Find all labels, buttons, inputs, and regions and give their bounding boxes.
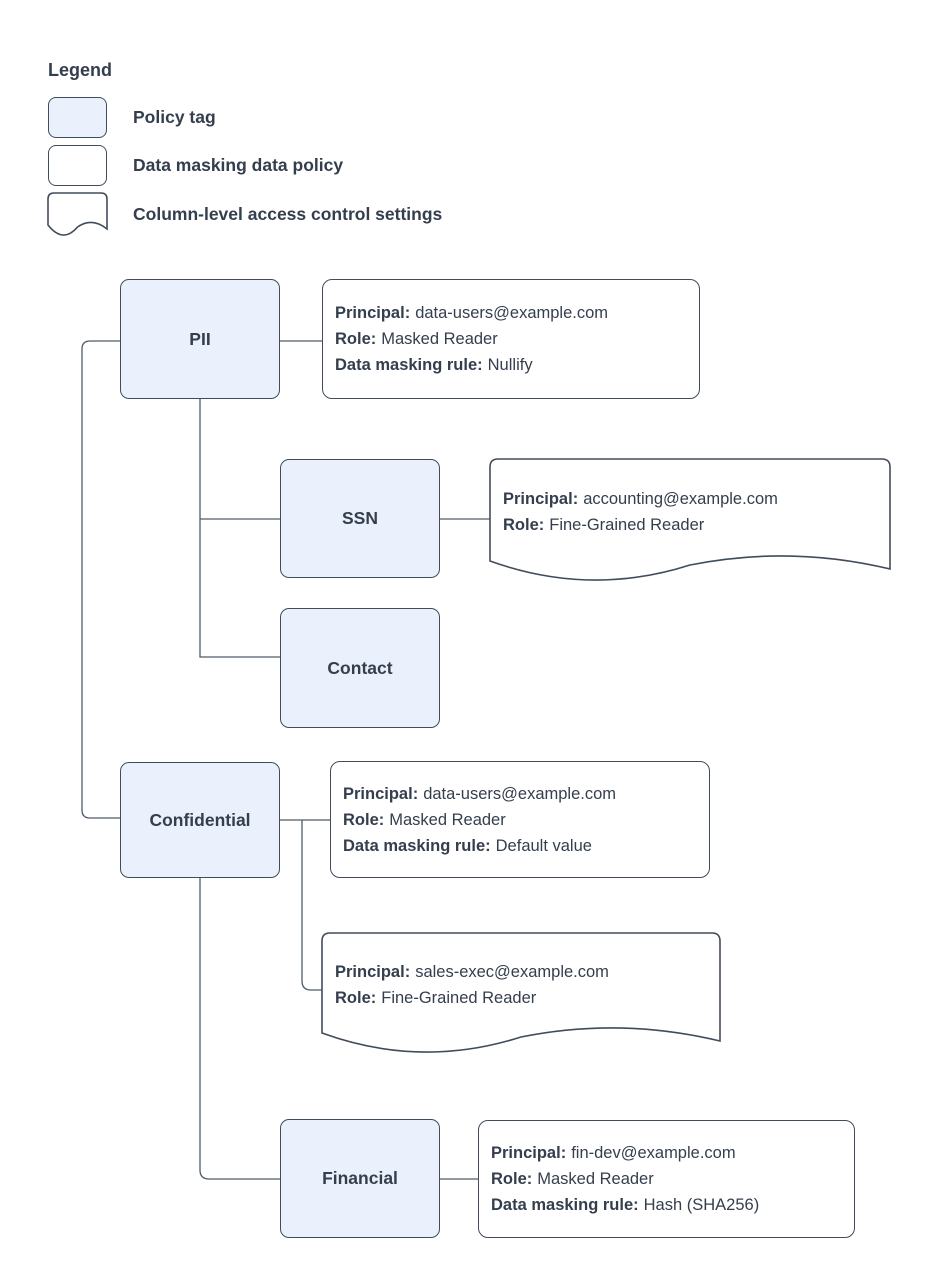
policy-tag-label: Confidential xyxy=(149,809,251,830)
policy-line: Role:Masked Reader xyxy=(343,810,506,829)
legend-title: Legend xyxy=(48,60,113,80)
policy-tag-contact: Contact xyxy=(280,608,440,728)
policy-tag-swatch-icon xyxy=(48,97,107,138)
legend: Legend Policy tag Data masking data poli… xyxy=(47,60,442,236)
policy-line: Role:Masked Reader xyxy=(335,330,498,348)
document-swatch-icon xyxy=(47,192,108,243)
legend-item-policy-tag: Policy tag xyxy=(48,97,216,138)
policy-tag-label: SSN xyxy=(342,508,378,528)
data-policy-pii-masking: Principal:data-users@example.com Role:Ma… xyxy=(322,279,700,399)
policy-line: Principal:sales-exec@example.com xyxy=(335,963,609,981)
policy-tag-financial: Financial xyxy=(280,1119,440,1238)
policy-line: Role:Masked Reader xyxy=(491,1170,654,1188)
policy-tag-pii: PII xyxy=(120,279,280,399)
document-shape xyxy=(321,932,721,1053)
policy-line: Principal:fin-dev@example.com xyxy=(491,1144,736,1162)
policy-line: Role:Fine-Grained Reader xyxy=(503,516,705,534)
policy-line: Role:Fine-Grained Reader xyxy=(335,989,537,1007)
policy-tag-ssn: SSN xyxy=(280,459,440,578)
policy-line: Data masking rule:Nullify xyxy=(335,356,533,374)
legend-label: Data masking data policy xyxy=(133,155,344,175)
access-settings-confidential: Principal:sales-exec@example.com Role:Fi… xyxy=(321,932,721,1055)
policy-tag-label: Financial xyxy=(322,1168,398,1188)
policy-tag-label: Contact xyxy=(327,657,393,678)
legend-item-column-access: Column-level access control settings xyxy=(47,192,443,243)
policy-line: Principal:data-users@example.com xyxy=(343,784,617,803)
policy-line: Principal:accounting@example.com xyxy=(503,490,778,508)
data-policy-confidential-masking: Principal:data-users@example.com Role:Ma… xyxy=(330,761,710,878)
legend-label: Policy tag xyxy=(133,107,216,127)
legend-item-data-masking-policy: Data masking data policy xyxy=(48,145,343,186)
policy-line: Principal:data-users@example.com xyxy=(335,304,609,322)
legend-label: Column-level access control settings xyxy=(133,203,443,224)
policy-line: Data masking rule:Default value xyxy=(343,836,592,855)
data-policy-swatch-icon xyxy=(48,145,107,186)
policy-tag-label: PII xyxy=(189,328,211,349)
policy-line: Data masking rule:Hash (SHA256) xyxy=(491,1196,760,1214)
access-settings-ssn: Principal:accounting@example.com Role:Fi… xyxy=(489,458,891,583)
data-policy-financial-masking: Principal:fin-dev@example.com Role:Maske… xyxy=(478,1120,855,1238)
document-shape xyxy=(489,458,891,581)
policy-tag-confidential: Confidential xyxy=(120,762,280,878)
